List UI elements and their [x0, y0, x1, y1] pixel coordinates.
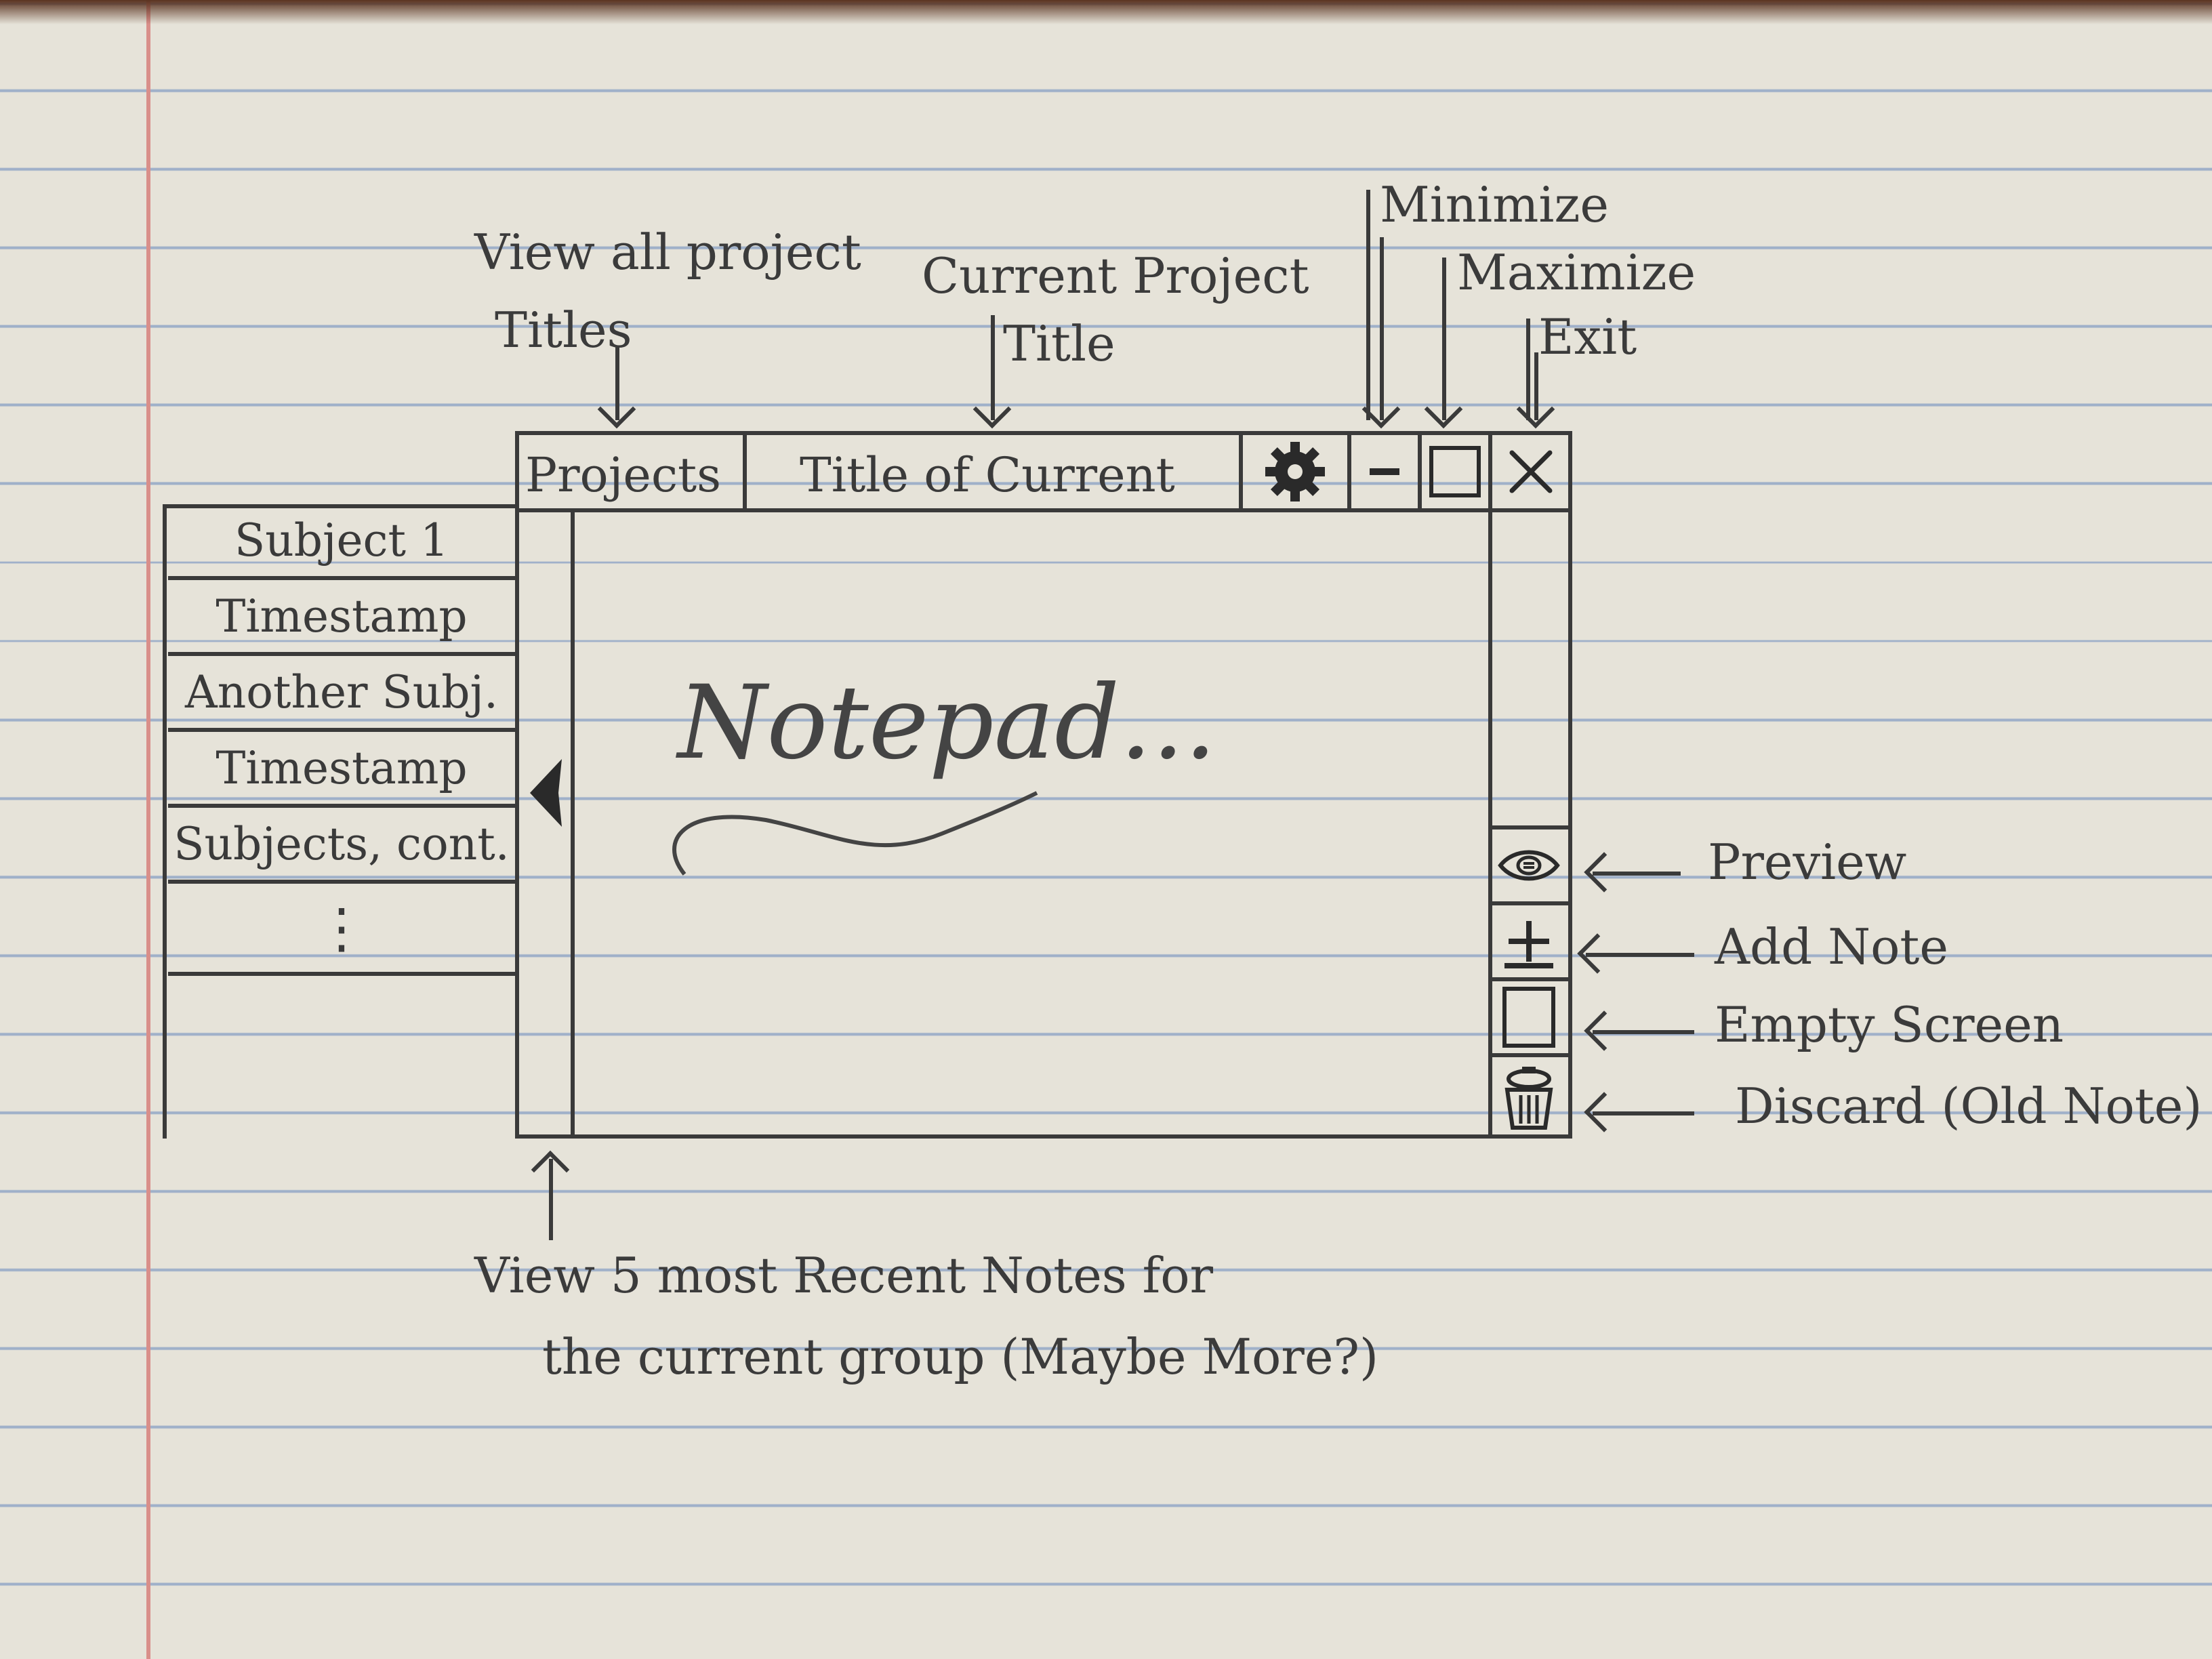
- annotation-title-arrow: [991, 315, 995, 420]
- gear-icon: [1265, 442, 1325, 501]
- annotation-preview: Preview: [1708, 834, 1907, 890]
- annotation-title-line2: Title: [1003, 315, 1115, 372]
- annotation-title-line1: Current Project: [922, 247, 1309, 304]
- add-note-button[interactable]: [1488, 901, 1570, 977]
- annotation-minimize-arrow: [1380, 237, 1384, 420]
- note-subject-1[interactable]: Subject 1: [168, 504, 515, 580]
- chevron-left-icon: [530, 759, 562, 827]
- minimize-icon: [1370, 468, 1399, 475]
- paper-top-edge: [0, 0, 2212, 24]
- annotation-maximize-arrow: [1442, 298, 1446, 420]
- plus-icon: [1504, 921, 1553, 968]
- annotation-preview-arrow: [1593, 872, 1681, 876]
- square-icon: [1502, 987, 1555, 1048]
- annotation-maximize: Maximize: [1457, 244, 1696, 301]
- discard-button[interactable]: [1488, 1053, 1570, 1139]
- annotation-empty-arrow: [1593, 1030, 1694, 1034]
- maximize-icon: [1429, 446, 1481, 497]
- preview-button[interactable]: [1488, 825, 1570, 901]
- annotation-empty-screen: Empty Screen: [1715, 996, 2064, 1053]
- annotation-recent-arrow: [549, 1159, 553, 1240]
- title-divider: [743, 431, 747, 510]
- projects-tab[interactable]: Projects: [525, 447, 722, 503]
- eye-icon: [1498, 850, 1560, 881]
- editor-scribble: [672, 791, 1038, 876]
- annotation-add-arrow: [1586, 953, 1694, 957]
- note-timestamp-1: Timestamp: [168, 580, 515, 656]
- notepad-placeholder[interactable]: Notepad...: [678, 664, 1217, 782]
- notes-list-panel: [163, 504, 519, 1139]
- note-subject-3[interactable]: Subjects, cont.: [168, 808, 515, 884]
- note-timestamp-2: Timestamp: [168, 732, 515, 808]
- annotation-exit: Exit: [1538, 308, 1637, 365]
- notes-list-more: ⋮: [168, 884, 515, 976]
- minimize-button[interactable]: [1347, 434, 1418, 510]
- annotation-add-note: Add Note: [1715, 918, 1948, 975]
- annotation-projects-arrow: [615, 346, 619, 420]
- settings-button[interactable]: [1239, 434, 1347, 510]
- annotation-recent-line1: View 5 most Recent Notes for: [474, 1247, 1214, 1304]
- annotation-recent-line2: the current group (Maybe More?): [542, 1328, 1379, 1385]
- annotation-minimize-line: [1366, 190, 1370, 420]
- trash-icon: [1504, 1067, 1553, 1130]
- annotation-discard-arrow: [1593, 1111, 1694, 1115]
- empty-screen-button[interactable]: [1488, 977, 1570, 1053]
- maximize-button[interactable]: [1418, 434, 1488, 510]
- collapse-strip-divider: [571, 508, 575, 1139]
- close-button[interactable]: [1488, 434, 1570, 510]
- close-icon: [1509, 450, 1553, 493]
- annotation-projects-line1: View all project: [474, 224, 861, 281]
- annotation-projects-line2: Titles: [495, 302, 632, 359]
- toolbar-divider: [1488, 508, 1492, 1139]
- main-window: [515, 508, 1572, 1139]
- note-subject-2[interactable]: Another Subj.: [168, 656, 515, 732]
- title-bar: [515, 431, 1572, 512]
- annotation-discard: Discard (Old Note): [1735, 1078, 2203, 1134]
- window-title: Title of Current: [800, 447, 1175, 503]
- annotation-minimize: Minimize: [1380, 176, 1609, 233]
- annotation-exit-line: [1526, 319, 1530, 420]
- annotation-exit-arrow: [1534, 352, 1538, 420]
- collapse-button[interactable]: [519, 745, 571, 840]
